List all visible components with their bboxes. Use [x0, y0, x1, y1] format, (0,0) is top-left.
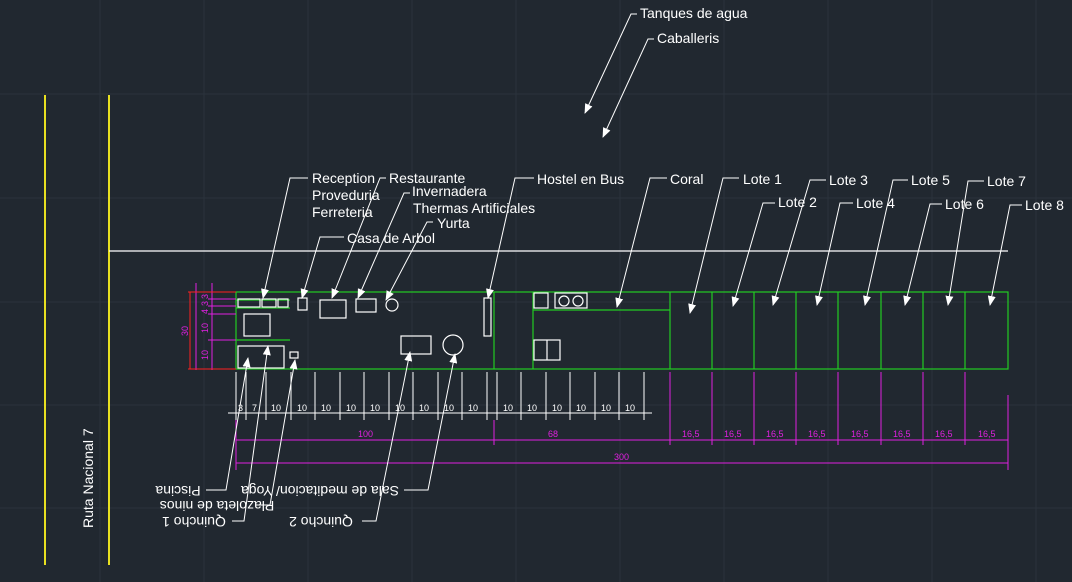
- leaders: [206, 13, 1022, 522]
- tank-square: [533, 292, 549, 309]
- lot-dim-4: 16,5: [808, 429, 826, 439]
- callout-tanques: Tanques de agua: [640, 5, 748, 21]
- callout-piscina: Piscina: [155, 483, 200, 499]
- sala-meditacion: [400, 335, 432, 355]
- small-dim-lines: [228, 372, 652, 420]
- callout-lote3: Lote 3: [829, 172, 868, 188]
- callout-lote1: Lote 1: [743, 171, 782, 187]
- small-dim-10: 10: [468, 403, 478, 413]
- callout-quincho2: Quincho 2: [289, 514, 353, 530]
- callout-lote7: Lote 7: [987, 173, 1026, 189]
- callout-restaurante: Restaurante: [389, 170, 465, 186]
- callout-plazoleta: Plazoleta de ninos: [160, 498, 274, 514]
- section-a-dim: 100: [358, 429, 373, 439]
- small-dim-0: 3: [238, 403, 243, 413]
- lot-dim-3: 16,5: [766, 429, 784, 439]
- lot-dim-6: 16,5: [893, 429, 911, 439]
- callout-caballeris: Caballeris: [657, 30, 719, 46]
- tank-pair-box: [554, 292, 588, 309]
- callout-proveduria: Proveduria: [312, 187, 380, 203]
- small-dim-4: 10: [321, 403, 331, 413]
- quincho1-building: [237, 345, 285, 369]
- small-dim-6: 10: [370, 403, 380, 413]
- small-dim-16: 10: [625, 403, 635, 413]
- small-dim-texts: 3 7 10 10 10 10 10 10 10 10 10 10 10 10 …: [238, 403, 635, 413]
- lot-dim-texts: 16,5 16,5 16,5 16,5 16,5 16,5 16,5 16,5 …: [358, 429, 996, 462]
- lot-dim-7: 16,5: [935, 429, 953, 439]
- lot-dim-8: 16,5: [978, 429, 996, 439]
- left-dim-part-3: 10: [200, 323, 210, 333]
- left-dim-part-2: 4: [200, 309, 210, 314]
- plot-outline: [235, 291, 1009, 370]
- small-dim-2: 10: [271, 403, 281, 413]
- small-dim-13: 10: [552, 403, 562, 413]
- reception-building: [237, 298, 261, 308]
- left-dim-part-1: 3: [200, 301, 210, 306]
- tank-circle-1: [558, 295, 570, 307]
- ferreteria-building: [277, 298, 289, 308]
- small-dim-5: 10: [346, 403, 356, 413]
- casa-arbol-building: [297, 297, 308, 311]
- lot-dim-2: 16,5: [724, 429, 742, 439]
- left-dim-part-4: 10: [200, 350, 210, 360]
- callout-hostel: Hostel en Bus: [537, 171, 624, 187]
- total-dim: 300: [614, 452, 629, 462]
- left-dim-part-0: 3: [200, 294, 210, 299]
- invernadera-building: [355, 298, 377, 313]
- small-dim-1: 7: [252, 403, 257, 413]
- small-dim-8: 10: [419, 403, 429, 413]
- callout-sala: Sala de meditacion/ Yoga: [241, 483, 399, 499]
- yurta-building: [385, 298, 399, 312]
- hostel-bus: [483, 297, 492, 337]
- small-dim-3: 10: [297, 403, 307, 413]
- callout-yurta: Yurta: [437, 215, 470, 231]
- restaurante-building: [319, 299, 347, 319]
- callout-ferreteria: Ferreteria: [312, 204, 373, 220]
- callout-lote5: Lote 5: [911, 172, 950, 188]
- callout-lote2: Lote 2: [778, 194, 817, 210]
- callout-quincho1: Quincho 1: [162, 514, 226, 530]
- callout-reception: Reception: [312, 170, 375, 186]
- road-label: Ruta Nacional 7: [80, 428, 96, 528]
- lot-dim-1: 16,5: [682, 429, 700, 439]
- small-dim-14: 10: [576, 403, 586, 413]
- small-dim-15: 10: [601, 403, 611, 413]
- lot-dim-lines: [235, 372, 1009, 470]
- callout-thermas: Thermas Artificiales: [413, 200, 535, 216]
- small-dim-12: 10: [527, 403, 537, 413]
- piscina-pool: [243, 313, 271, 337]
- quincho2-building: [442, 334, 464, 356]
- small-dim-11: 10: [503, 403, 513, 413]
- callout-coral: Coral: [670, 171, 703, 187]
- left-dim-total: 30: [180, 326, 190, 336]
- lot-dim-5: 16,5: [851, 429, 869, 439]
- callout-lote4: Lote 4: [856, 195, 895, 211]
- section-b-dim: 68: [548, 429, 558, 439]
- callout-lote6: Lote 6: [945, 196, 984, 212]
- callout-lote8: Lote 8: [1025, 197, 1064, 213]
- small-dim-7: 10: [395, 403, 405, 413]
- callout-invernadera: Invernadera: [412, 183, 487, 199]
- proveduria-building: [261, 298, 277, 308]
- plazoleta-area: [289, 351, 299, 359]
- small-dim-9: 10: [444, 403, 454, 413]
- callout-casa-arbol: Casa de Arbol: [347, 230, 435, 246]
- tank-circle-2: [572, 295, 584, 307]
